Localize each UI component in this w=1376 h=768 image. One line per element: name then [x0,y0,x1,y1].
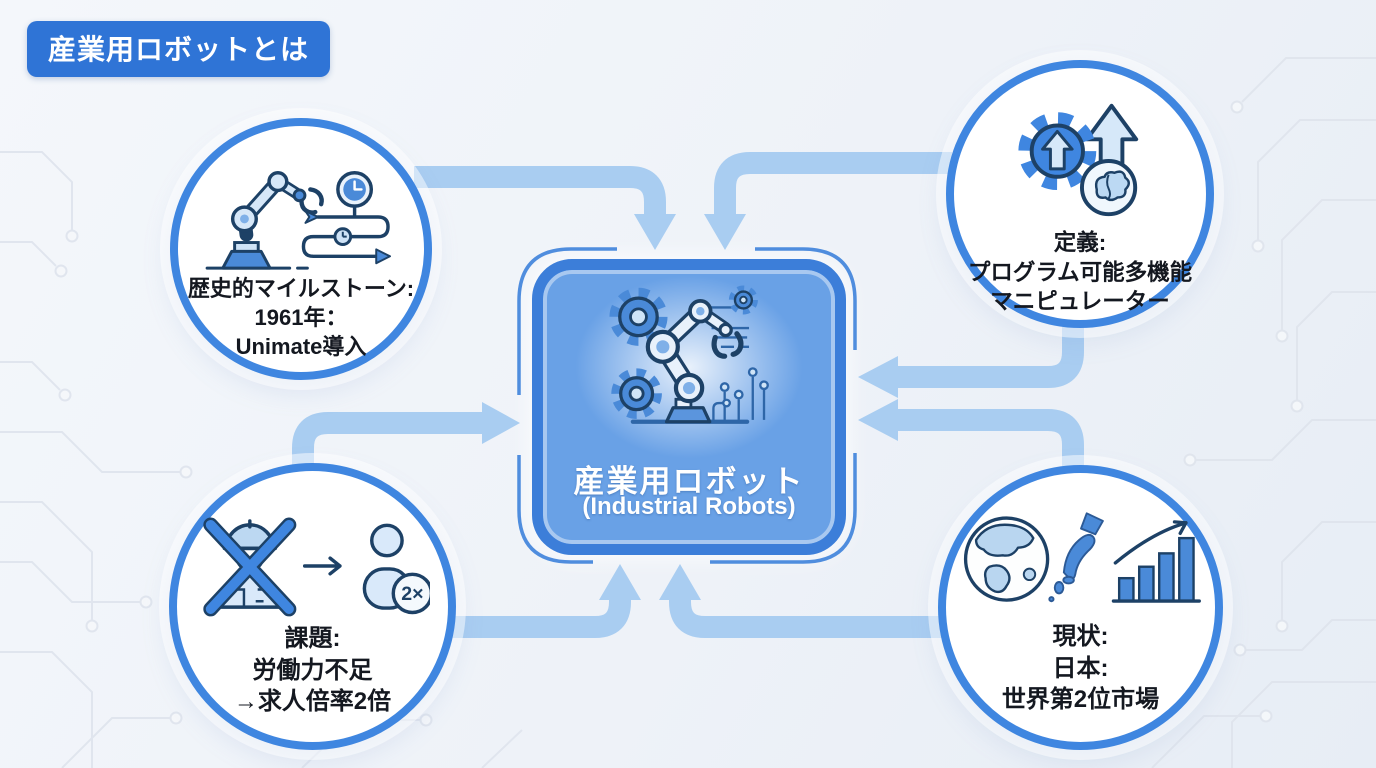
status-line-1: 現状: [1052,623,1109,650]
status-line-3: 世界第2位市場 [1001,686,1160,714]
definition-line-1: 定義: [1053,230,1107,255]
history-line-1: 歴史的マイルストーン: [187,276,415,301]
arrow-definition-to-center-right [858,318,1084,398]
title-badge: 産業用ロボットとは [27,21,331,77]
robot-arm-circuit-icon [609,285,769,424]
robot-arm-timeline-clock-icon [205,170,391,270]
center-node-industrial-robots: 産業用ロボット (Industrial Robots) [532,259,846,555]
gear-up-arrow-brain-icon [1018,103,1139,217]
arrow-challenge-to-center-bottom [430,564,641,638]
arrow-history-to-center [414,166,676,250]
icon-glow [571,272,807,462]
arrow-definition-to-center-top [704,152,952,250]
status-line-2: 日本: [1052,654,1109,682]
arrow-status-to-center-right [858,399,1084,478]
arrow-challenge-to-center-left [292,402,520,474]
node-history-milestone: 歴史的マイルストーン: 1961年： Unimate導入 [170,118,432,380]
center-box-corner-frame [517,247,857,564]
node-challenge: 2× 課題: 労働力不足 →求人倍率2倍 [169,463,456,750]
globe-japan-growth-chart-icon [963,512,1201,603]
crossed-worker-double-person-icon: 2× [203,517,430,617]
history-line-3: Unimate導入 [235,334,367,360]
center-node-title: 産業用ロボット [573,464,805,499]
double-ratio-badge: 2× [401,583,423,605]
definition-line-3: マニピュレーター [990,289,1170,315]
node-current-status: 現状: 日本: 世界第2位市場 [938,465,1223,750]
challenge-line-2: 労働力不足 [252,656,373,684]
center-node-subtitle: (Industrial Robots) [582,493,796,520]
history-line-2: 1961年： [254,305,348,331]
challenge-line-1: 課題: [284,625,341,652]
challenge-line-3: →求人倍率2倍 [233,688,392,716]
definition-line-2: プログラム可能多機能 [967,259,1193,285]
arrow-status-to-center-bottom [659,564,952,638]
node-definition: 定義: プログラム可能多機能 マニピュレーター [946,60,1214,328]
